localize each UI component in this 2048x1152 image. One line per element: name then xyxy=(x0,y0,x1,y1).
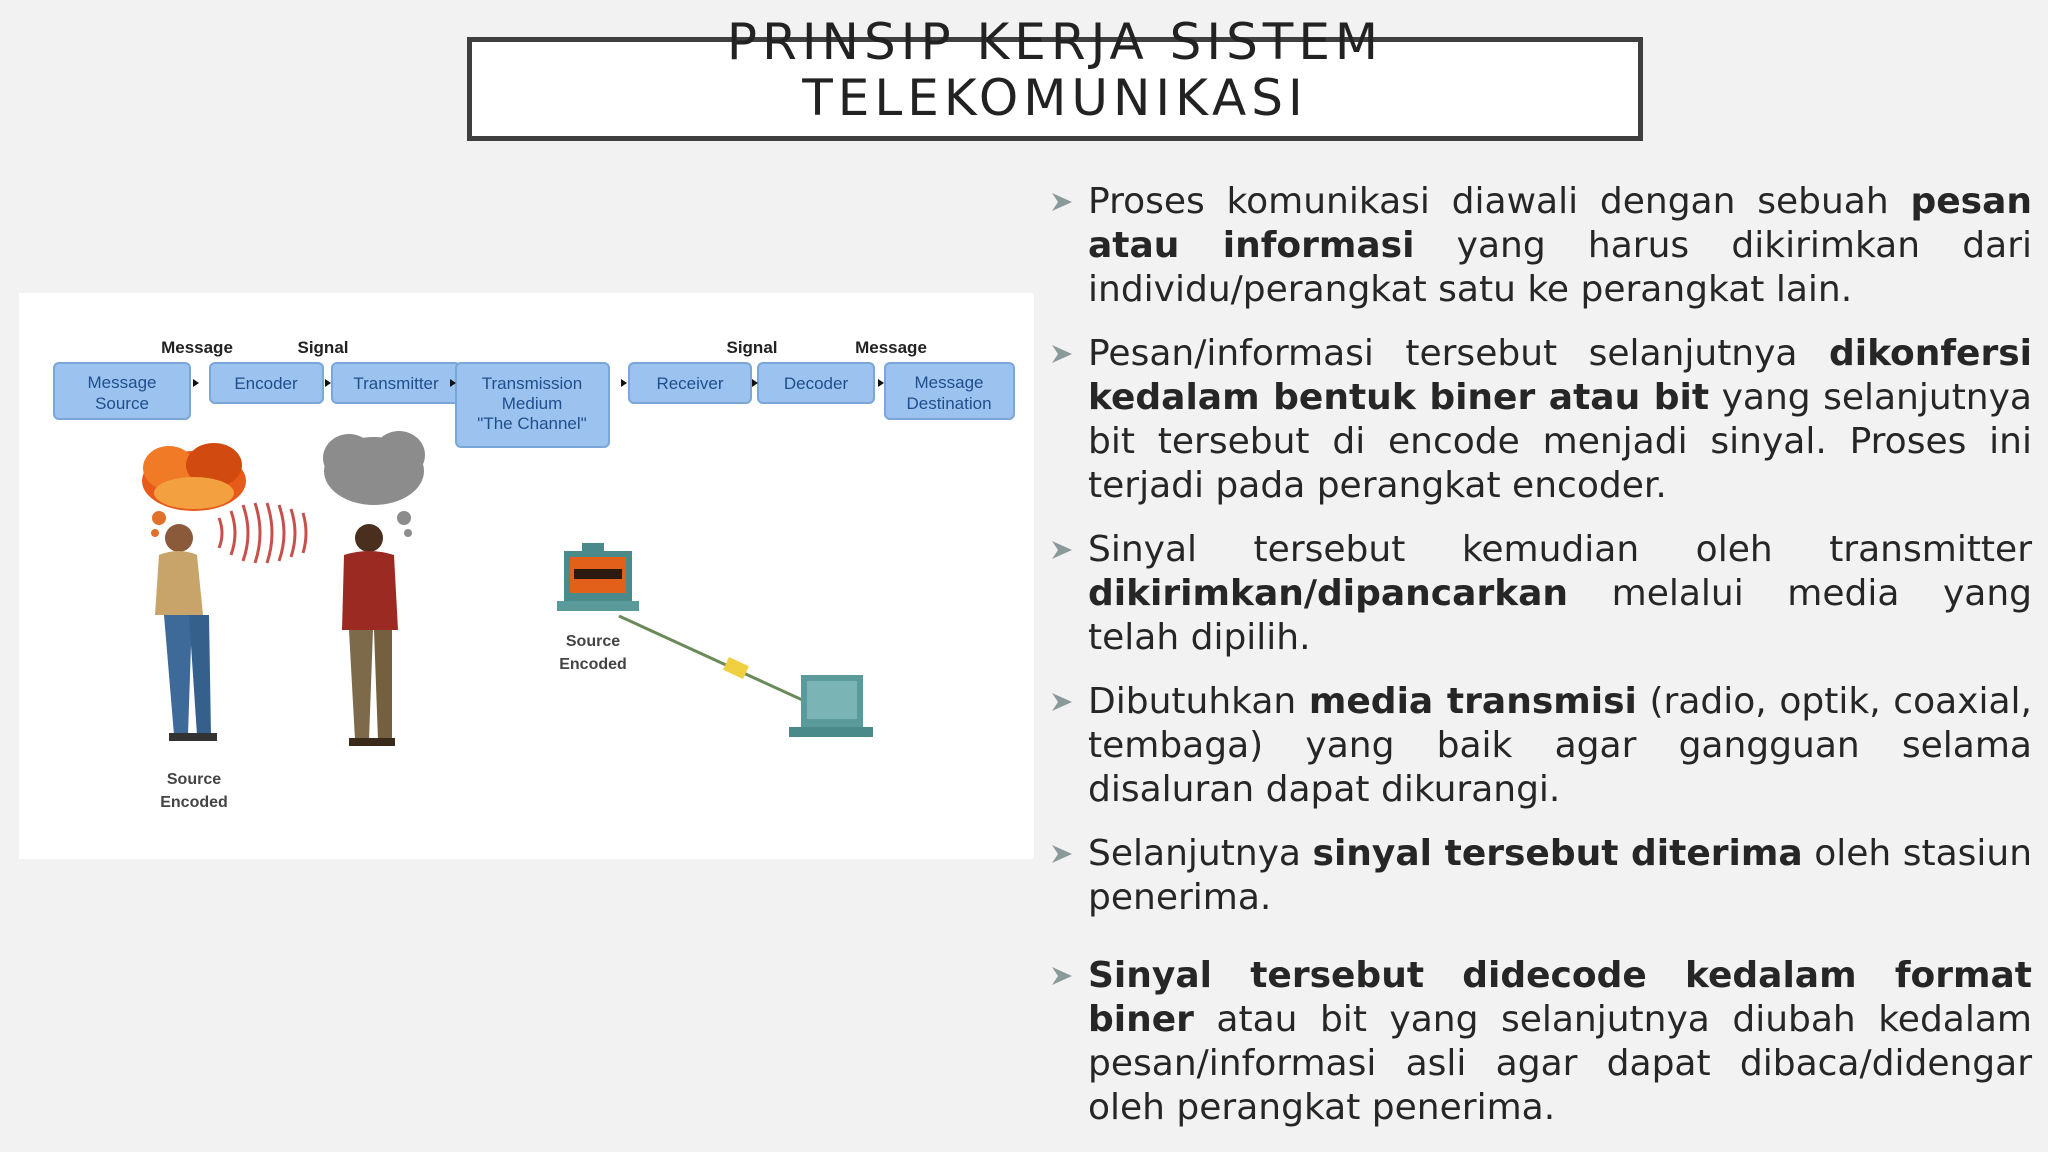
svg-text:Transmitter: Transmitter xyxy=(353,374,439,393)
sound-waves-icon xyxy=(217,502,308,564)
communication-diagram: Message Signal Signal Message Message So… xyxy=(19,293,1034,859)
message-envelope-icon xyxy=(723,657,749,679)
sender-person-figure xyxy=(155,524,217,741)
bullet-item-5: Selanjutnya sinyal tersebut diterima ole… xyxy=(1050,832,2032,920)
flow-box-message-destination: Message Destination xyxy=(884,362,1015,420)
flow-arrows xyxy=(193,379,884,387)
source-label-right: Source xyxy=(566,633,620,650)
svg-text:Message: Message xyxy=(915,373,984,392)
arrow-bullet-icon xyxy=(1052,693,1072,711)
flow-box-receiver: Receiver xyxy=(628,362,752,404)
flow-box-transmission-medium: Transmission Medium "The Channel" xyxy=(455,362,610,448)
top-label-signal-2: Signal xyxy=(726,338,777,357)
arrow-bullet-icon xyxy=(1052,967,1072,985)
diagram-svg: Message Signal Signal Message Message So… xyxy=(53,338,1015,811)
flow-box-decoder: Decoder xyxy=(757,362,875,404)
bullet-item-6: Sinyal tersebut didecode kedalam format … xyxy=(1050,954,2032,1130)
source-computer-icon xyxy=(557,543,639,611)
destination-computer-icon xyxy=(789,675,873,737)
arrow-bullet-icon xyxy=(1052,845,1072,863)
top-label-message-2: Message xyxy=(855,338,927,357)
svg-text:Medium: Medium xyxy=(502,394,562,413)
bullet-item-2: Pesan/informasi tersebut selanjutnya dik… xyxy=(1050,332,2032,508)
title-box xyxy=(467,37,1643,141)
flow-box-transmitter: Transmitter xyxy=(331,362,461,404)
bullet-item-1: Proses komunikasi diawali dengan sebuah … xyxy=(1050,180,2032,312)
arrow-bullet-icon xyxy=(1052,345,1072,363)
channel-line xyxy=(618,614,810,705)
svg-text:Transmission: Transmission xyxy=(482,374,582,393)
svg-text:Destination: Destination xyxy=(906,394,991,413)
encoded-label-right: Encoded xyxy=(559,656,627,673)
title-line-2: TELEKOMUNIKASI xyxy=(802,69,1308,127)
bullet-item-3: Sinyal tersebut kemudian oleh transmitte… xyxy=(1050,528,2032,660)
bullet-item-4: Dibutuhkan media transmisi (radio, optik… xyxy=(1050,680,2032,812)
encoded-label-left: Encoded xyxy=(160,794,228,811)
top-label-message-1: Message xyxy=(161,338,233,357)
top-label-signal-1: Signal xyxy=(297,338,348,357)
receiver-person-figure xyxy=(342,524,398,746)
svg-text:"The Channel": "The Channel" xyxy=(477,414,586,433)
bullet-list: Proses komunikasi diawali dengan sebuah … xyxy=(1050,180,2032,1130)
thought-cloud-receiver xyxy=(323,431,425,537)
arrow-bullet-icon xyxy=(1052,193,1072,211)
slide-title: PRINSIP KERJA SISTEM TELEKOMUNIKASI xyxy=(467,14,1643,126)
flow-box-message-source: Message Source xyxy=(53,362,191,420)
flow-box-encoder: Encoder xyxy=(209,362,324,404)
thought-cloud-sender xyxy=(142,443,246,537)
svg-text:Encoder: Encoder xyxy=(234,374,298,393)
arrow-bullet-icon xyxy=(1052,541,1072,559)
title-line-1: PRINSIP KERJA SISTEM xyxy=(726,13,1384,71)
source-label-left: Source xyxy=(167,771,221,788)
svg-text:Decoder: Decoder xyxy=(784,374,849,393)
svg-text:Receiver: Receiver xyxy=(656,374,723,393)
svg-text:Source: Source xyxy=(95,394,149,413)
svg-text:Message: Message xyxy=(88,373,157,392)
